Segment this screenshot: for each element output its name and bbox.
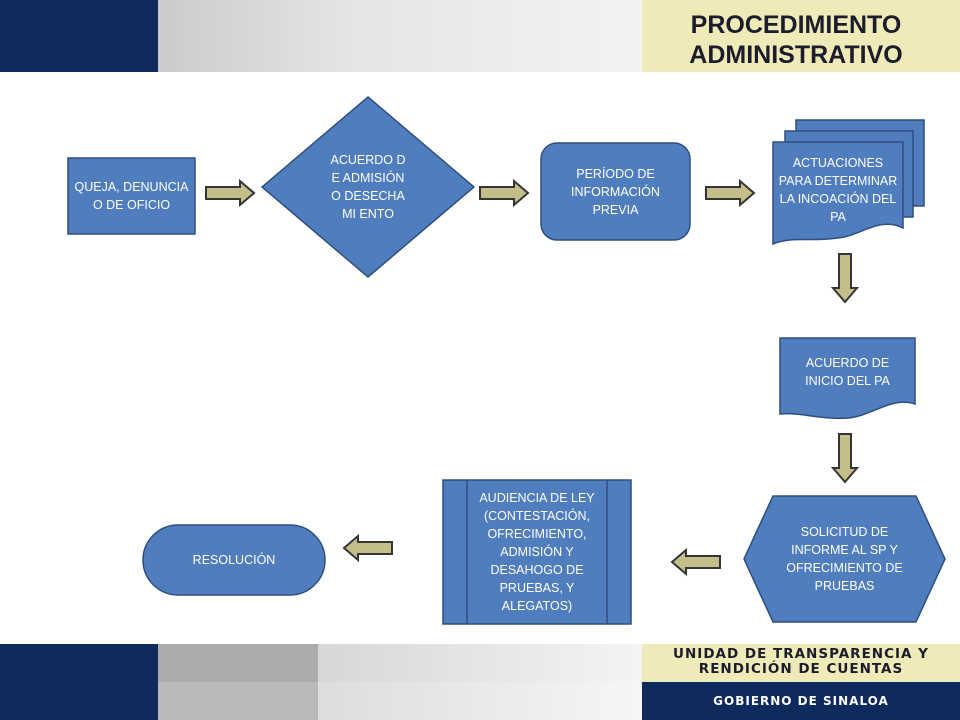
arrow-left-icon (343, 535, 393, 561)
footer-navy-block (0, 644, 158, 720)
node-periodo-shape (540, 142, 691, 241)
node-periodo-label: PERÍODO DE INFORMACIÓN PREVIA (571, 166, 660, 217)
arrow-down-icon (832, 433, 858, 483)
node-acuerdo-admision-label: ACUERDO DE ADMISIÓN O DESECHAMI ENTO (330, 153, 406, 221)
header-gray-band (158, 0, 642, 72)
footer-gray-block (158, 682, 318, 720)
footer-gray-block (158, 644, 318, 682)
arrow-right-icon (205, 180, 255, 206)
header-title-panel (642, 0, 960, 72)
node-audiencia-shape (442, 479, 632, 625)
node-queja-shape (67, 157, 196, 235)
node-acuerdo-inicio-label: ACUERDO DE INICIO DEL PA (805, 356, 890, 388)
footer-government-name: GOBIERNO DE SINALOA (713, 694, 889, 708)
arrow-left-icon (671, 549, 721, 575)
arrow-down-icon (832, 253, 858, 303)
node-acuerdo-admision-shape (260, 96, 476, 278)
arrow-right-icon (705, 180, 755, 206)
node-solicitud-label: SOLICITUD DE INFORME AL SP Y OFRECIMIENT… (786, 525, 903, 593)
node-queja-label: QUEJA, DENUNCIA O DE OFICIO (74, 180, 189, 212)
node-solicitud-shape (743, 495, 946, 623)
arrow-right-icon (479, 180, 529, 206)
header-navy-block (0, 0, 158, 72)
footer-unit-name: UNIDAD DE TRANSPARENCIA Y RENDICIÓN DE C… (673, 646, 929, 677)
footer-gray-band (318, 644, 642, 682)
node-acuerdo-inicio-shape (779, 337, 916, 420)
footer-navy-panel (642, 682, 960, 720)
footer-cream-panel (642, 644, 960, 682)
footer-gray-band (318, 682, 642, 720)
node-resolucion-shape (142, 524, 326, 596)
node-actuaciones-label: ACTUACIONES PARA DETERMINAR LA INCOACIÓN… (778, 156, 898, 224)
node-actuaciones-shape (772, 119, 925, 246)
page-title: PROCEDIMIENTO ADMINISTRATIVO (689, 11, 903, 69)
node-resolucion-label: RESOLUCIÓN (192, 553, 276, 567)
node-audiencia-label: AUDIENCIA DE LEY (CONTESTACIÓN, OFRECIMI… (479, 491, 595, 613)
